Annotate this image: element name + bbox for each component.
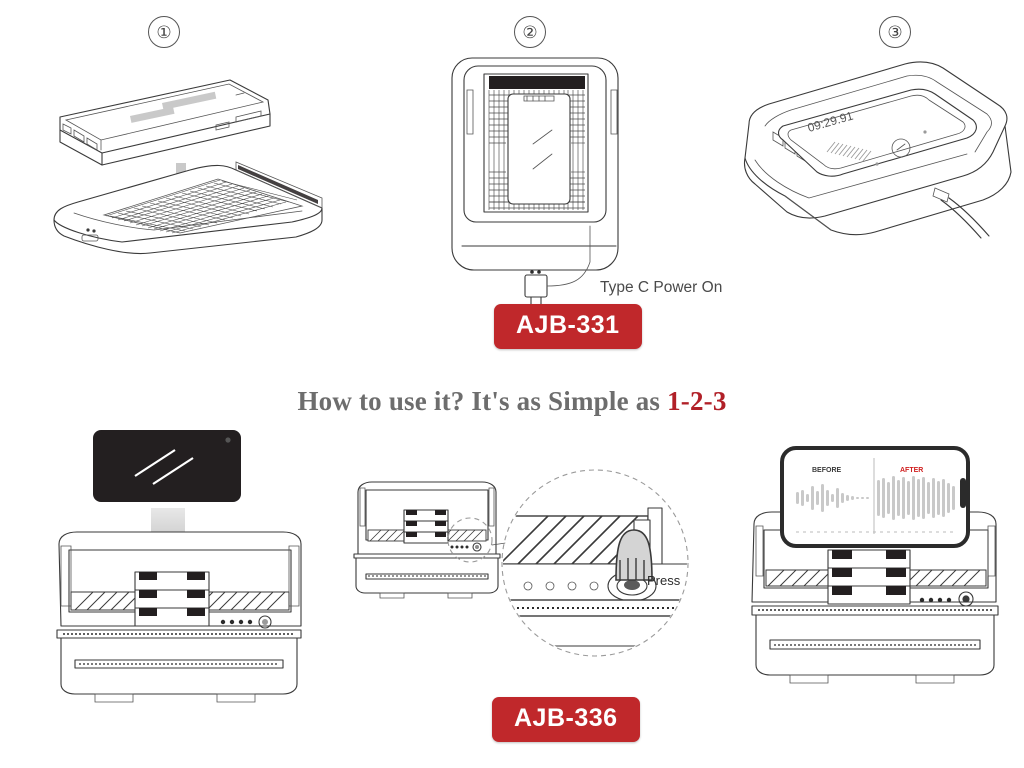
led-indicator: [946, 597, 952, 603]
tray-stack: [827, 549, 911, 605]
dock-tray: [53, 161, 323, 255]
finger-press-icon: [615, 529, 653, 581]
usb-cable: [932, 187, 990, 239]
power-button[interactable]: [472, 542, 482, 552]
step-number-2-label: ②: [522, 22, 538, 42]
panel-connect-power-and-run: 09:29.91: [735, 60, 1024, 280]
control-strip: [220, 615, 272, 629]
phone-top-down: [507, 93, 571, 205]
led-indicator: [567, 581, 577, 591]
power-button[interactable]: [258, 615, 272, 629]
step-number-2: ②: [514, 16, 546, 48]
panel-insert-phone-into-device: [55, 420, 305, 703]
phone-in-dock: 09:29.91: [777, 88, 977, 177]
usb-port: [81, 234, 99, 242]
label-press: Press: [647, 573, 681, 588]
magnified-view: [501, 469, 689, 657]
device-body: [56, 531, 302, 703]
waveform-after: [877, 476, 955, 520]
led-indicator: [229, 619, 235, 625]
led-indicator: [92, 229, 96, 233]
badge-model-ajb-336: AJB-336: [492, 697, 640, 742]
power-button-core[interactable]: [262, 619, 268, 625]
panel-insert-phone-into-tray: [30, 70, 340, 260]
illustration-phone-drop-device: [56, 430, 302, 703]
step-number-3: ③: [879, 16, 911, 48]
badge-model-ajb-331: AJB-331: [494, 304, 642, 349]
page-headline: How to use it? It's as Simple as 1-2-3: [0, 386, 1024, 417]
phone-dark: [93, 430, 241, 502]
led-indicator: [220, 619, 226, 625]
led-indicator: [589, 581, 599, 591]
led-indicator: [545, 581, 555, 591]
label-before: BEFORE: [812, 467, 842, 474]
headline-accent: 1-2-3: [667, 386, 727, 416]
waveform-before: [796, 484, 869, 512]
illustration-result-device: BEFORE AFTER: [751, 446, 999, 684]
tray-stack: [134, 571, 210, 627]
step-number-1-label: ①: [156, 22, 172, 42]
label-after: AFTER: [900, 467, 923, 474]
led-indicator: [238, 619, 244, 625]
step-number-3-label: ③: [887, 22, 903, 42]
phone-isometric: [59, 79, 271, 166]
panel-phone-seated-top-view: [440, 50, 650, 307]
usb-c-connector: [524, 270, 548, 307]
headline-main: How to use it? It's as Simple as: [297, 386, 668, 416]
illustration-phone-into-tray: [53, 79, 323, 255]
illustration-dock-top-view: [451, 57, 619, 307]
led-indicator: [928, 597, 934, 603]
led-indicator: [247, 619, 253, 625]
panel-press-button-callout: [348, 468, 698, 668]
callout-source-circle: [447, 517, 493, 563]
led-indicator: [919, 597, 925, 603]
illustration-press-callout: [353, 469, 689, 657]
mesh-pad: [102, 178, 304, 234]
led-indicator: [937, 597, 943, 603]
step-number-1: ①: [148, 16, 180, 48]
illustration-dock-in-use: 09:29.91: [743, 61, 1012, 239]
label-type-c-power-on: Type C Power On: [600, 279, 723, 296]
device-small: [353, 481, 501, 599]
panel-before-after-result: BEFORE AFTER: [740, 440, 1010, 700]
led-indicator: [86, 228, 90, 232]
phone-landscape: BEFORE AFTER: [780, 446, 970, 548]
led-indicator: [523, 581, 533, 591]
